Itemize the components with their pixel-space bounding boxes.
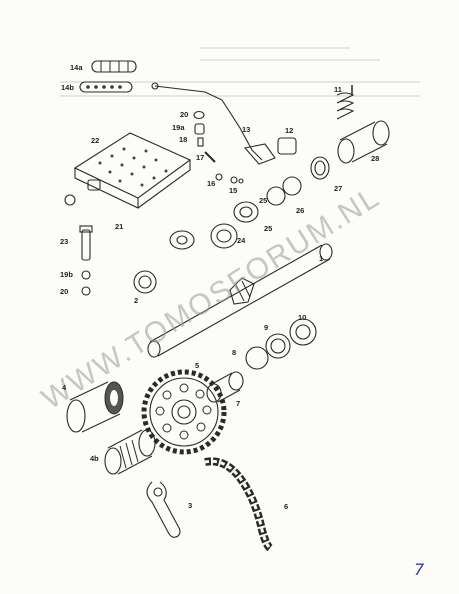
part-4-gear-drum — [66, 381, 124, 433]
label-22: 22 — [91, 136, 99, 145]
label-26: 26 — [296, 206, 304, 215]
label-23: 23 — [60, 237, 68, 246]
label-6: 6 — [284, 502, 288, 511]
label-4: 4 — [62, 383, 67, 392]
small-fasteners-upper — [193, 110, 216, 163]
part-26-washer — [266, 176, 302, 206]
label-21: 21 — [115, 222, 123, 231]
part-12-clip — [277, 137, 297, 155]
part-1-kickstart-shaft — [147, 243, 333, 358]
label-5: 5 — [195, 361, 199, 370]
part-20-nut — [81, 286, 91, 296]
label-24: 24 — [237, 236, 246, 245]
label-11: 11 — [334, 85, 342, 94]
label-1: 1 — [319, 254, 323, 263]
part-23-bolt — [79, 225, 93, 261]
label-15: 15 — [229, 186, 237, 195]
part-19b-washer — [81, 270, 91, 280]
small-fasteners-mid — [215, 173, 244, 184]
label-9: 9 — [264, 323, 268, 332]
part-4b-splined-sleeve — [104, 429, 156, 475]
part-8-clip — [245, 346, 269, 370]
label-17: 17 — [196, 153, 204, 162]
label-19b: 19b — [60, 270, 73, 279]
watermark-text: WWW.TOMOSFORUM.NL — [36, 180, 386, 416]
part-7-hub — [206, 371, 244, 403]
part-11-spring — [336, 85, 355, 120]
label-28: 28 — [371, 154, 379, 163]
part-9-washer — [265, 333, 291, 359]
label-20-lower: 20 — [60, 287, 68, 296]
part-14b-rubber — [79, 81, 133, 93]
part-22-pedal — [73, 132, 192, 209]
label-2: 2 — [134, 296, 138, 305]
part-14a-roller — [91, 60, 137, 73]
label-18: 18 — [179, 135, 187, 144]
part-24-bearing — [210, 223, 238, 249]
part-21-kick-arm — [64, 194, 195, 250]
label-3: 3 — [188, 501, 192, 510]
part-6-chain — [204, 457, 273, 552]
part-13-kickstart-lever — [151, 82, 276, 165]
label-10: 10 — [298, 313, 306, 322]
part-10-washer — [289, 318, 317, 346]
part-25-ring — [233, 201, 259, 223]
label-25-lower: 25 — [264, 224, 272, 233]
label-27: 27 — [334, 184, 342, 193]
part-5-sprocket — [141, 369, 227, 455]
part-3-spanner — [146, 481, 181, 538]
label-14a: 14a — [70, 63, 83, 72]
label-7: 7 — [236, 399, 240, 408]
label-25-upper: 25 — [259, 196, 267, 205]
label-16: 16 — [207, 179, 215, 188]
label-4b: 4b — [90, 454, 99, 463]
label-20-upper: 20 — [180, 110, 188, 119]
part-27-bushing — [310, 156, 330, 180]
part-28-sleeve — [337, 120, 390, 164]
label-8: 8 — [232, 348, 236, 357]
label-13: 13 — [242, 125, 250, 134]
page-number: 7 — [414, 560, 425, 579]
label-12: 12 — [285, 126, 293, 135]
part-labels: 14a 14b 11 20 19a 18 13 12 22 17 28 16 1… — [60, 63, 379, 511]
label-14b: 14b — [61, 83, 74, 92]
label-19a: 19a — [172, 123, 185, 132]
part-2-ring — [133, 270, 157, 294]
